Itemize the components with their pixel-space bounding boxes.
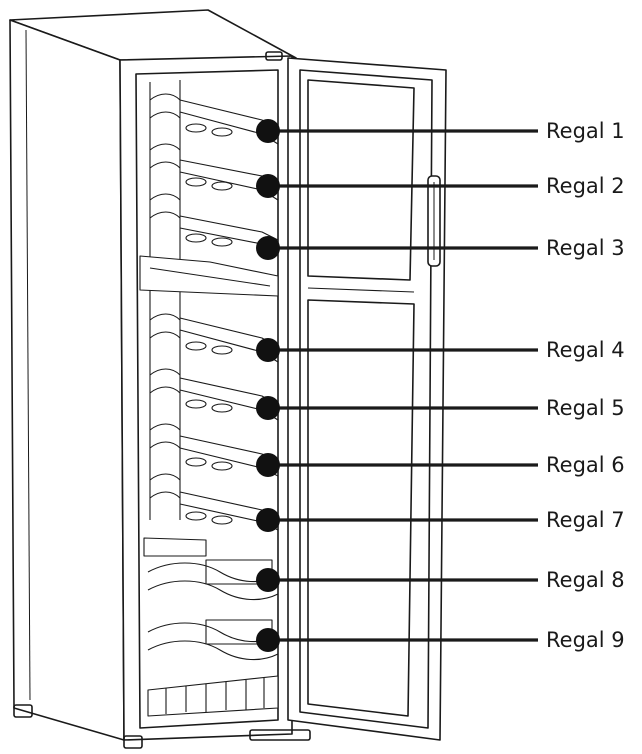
shelf-callout-7: Regal 7 [256,508,625,532]
shelf-callout-9: Regal 9 [256,628,625,652]
glass-door [249,57,447,741]
shelf-label: Regal 5 [546,396,625,420]
cabinet-body [9,9,297,749]
shelf-label: Regal 9 [546,628,625,652]
shelf-label: Regal 1 [546,119,625,143]
shelf-label: Regal 4 [546,338,625,362]
shelf-marker-dot [256,338,280,362]
shelf-callouts: Regal 1 Regal 2 Regal 3 Regal 4 Regal 5 Regal… [256,119,625,652]
shelf-callout-2: Regal 2 [256,174,625,198]
shelf-marker-dot [256,236,280,260]
shelf-marker-dot [256,508,280,532]
shelf-callout-5: Regal 5 [256,396,625,420]
shelf-callout-8: Regal 8 [256,568,625,592]
shelf-marker-dot [256,453,280,477]
shelf-marker-dot [256,119,280,143]
shelf-callout-4: Regal 4 [256,338,625,362]
shelf-label: Regal 3 [546,236,625,260]
shelf-marker-dot [256,628,280,652]
shelf-label: Regal 2 [546,174,625,198]
shelf-callout-3: Regal 3 [256,236,625,260]
shelf-callout-1: Regal 1 [256,119,625,143]
shelf-label: Regal 8 [546,568,625,592]
shelf-marker-dot [256,174,280,198]
shelf-marker-dot [256,568,280,592]
shelf-marker-dot [256,396,280,420]
shelf-label: Regal 7 [546,508,625,532]
shelf-callout-6: Regal 6 [256,453,625,477]
shelf-label: Regal 6 [546,453,625,477]
